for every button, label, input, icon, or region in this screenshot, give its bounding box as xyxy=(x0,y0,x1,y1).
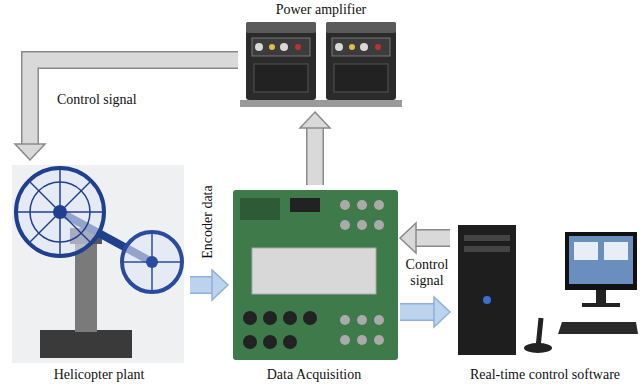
equipment-node: Helicopter plant xyxy=(8,160,190,386)
block-arrow xyxy=(190,270,228,300)
signal-label: Control signal xyxy=(402,257,452,289)
power-amplifier-picture xyxy=(240,22,402,107)
equipment-node: Power amplifier xyxy=(238,0,404,112)
arrow-shaft xyxy=(190,278,213,293)
arrow-outline xyxy=(30,60,238,145)
arrow-shaft xyxy=(415,231,450,246)
node-caption: Real-time control software xyxy=(468,367,622,383)
equipment-node: Data Acquisition xyxy=(228,185,400,386)
daq-board-picture xyxy=(233,190,398,360)
signal-label: Control signal xyxy=(55,92,139,108)
node-caption: Data Acquisition xyxy=(265,367,364,383)
arrow-shaft xyxy=(308,127,323,185)
arrow-outline xyxy=(306,127,324,185)
arrow-outline xyxy=(415,229,450,247)
arrow-head xyxy=(434,297,450,327)
pc-picture xyxy=(458,225,638,355)
arrow-outline xyxy=(400,303,435,321)
block-arrow xyxy=(400,223,450,253)
arrow-shaft xyxy=(30,60,238,145)
arrow-outline xyxy=(190,276,213,294)
equipment-node: Real-time control software xyxy=(450,215,640,386)
block-arrow xyxy=(15,60,238,160)
helicopter-picture xyxy=(12,165,184,363)
block-arrow xyxy=(300,112,330,185)
signal-label: Encoder data xyxy=(200,183,216,260)
arrow-head xyxy=(15,144,45,160)
node-caption: Helicopter plant xyxy=(52,367,147,383)
block-arrow xyxy=(400,297,450,327)
arrow-head xyxy=(300,112,330,128)
arrow-shaft xyxy=(400,305,435,320)
arrow-head xyxy=(400,223,416,253)
arrow-head xyxy=(212,270,228,300)
node-caption: Power amplifier xyxy=(274,2,369,18)
